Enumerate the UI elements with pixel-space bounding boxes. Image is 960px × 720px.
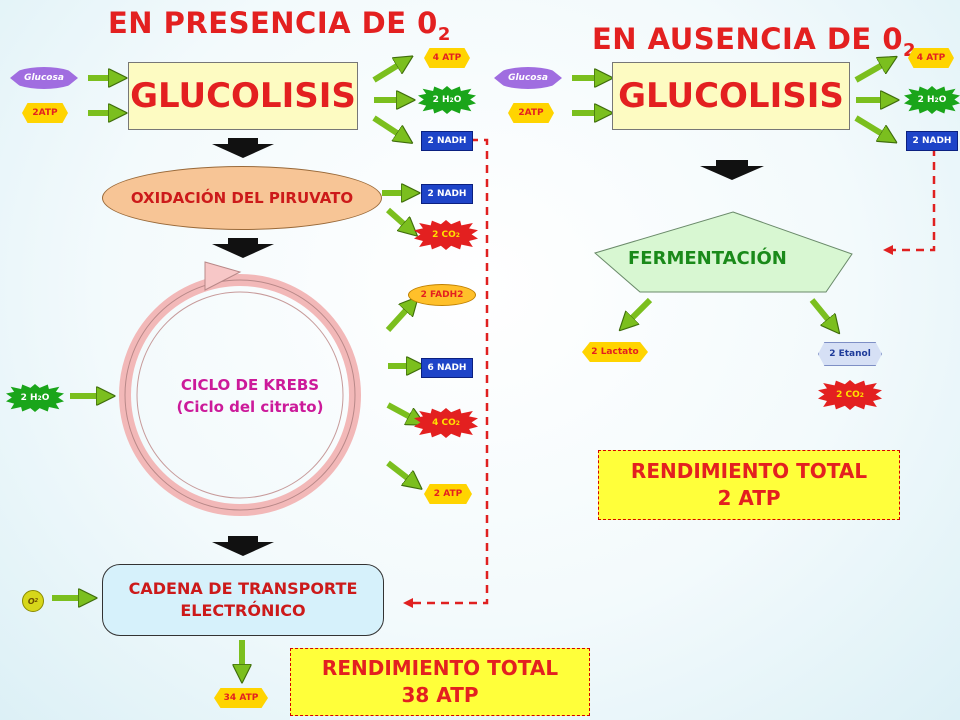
arrow-4atp-r: [854, 64, 884, 83]
title-absence: EN AUSENCIA DE 02: [592, 22, 917, 61]
nadh-badge-2: 2 NADH: [421, 184, 473, 204]
glucosa-badge: Glucosa: [10, 67, 78, 89]
arrow-lactato: [630, 297, 653, 320]
etanol-badge: 2 Etanol: [818, 342, 882, 366]
fermentation-shape: [593, 211, 853, 293]
krebs-line-1: CICLO DE KREBS: [180, 376, 320, 394]
cadena-box: CADENA DE TRANSPORTE ELECTRÓNICO: [102, 564, 384, 636]
lactato-badge: 2 Lactato: [582, 342, 648, 362]
nadh-badge-right: 2 NADH: [906, 131, 958, 151]
total-presence-line-1: RENDIMIENTO TOTAL: [321, 656, 559, 680]
arrow-nadh1: [372, 115, 400, 135]
arrow-nadh-r: [854, 115, 884, 135]
total-presence-box: RENDIMIENTO TOTAL 38 ATP: [290, 648, 590, 716]
total-presence-line-2: 38 ATP: [401, 683, 479, 707]
nadh-badge-1: 2 NADH: [421, 131, 473, 151]
glucosa-badge-right: Glucosa: [494, 67, 562, 89]
arrow-2atp: [386, 460, 410, 480]
glucolisis-box-right: GLUCOLISIS: [612, 62, 850, 130]
black-arrows: [212, 138, 764, 556]
green-arrows-left: [52, 64, 412, 668]
krebs-line-2: (Ciclo del citrato): [176, 398, 324, 416]
arrow-fadh2: [385, 308, 408, 333]
arrow-4atp: [372, 64, 400, 83]
green-arrows-right: [572, 64, 884, 322]
total-absence-line-2: 2 ATP: [717, 486, 781, 510]
atp4-badge-right: 4 ATP: [908, 48, 954, 68]
atp2-badge: 2 ATP: [424, 484, 472, 504]
total-absence-box: RENDIMIENTO TOTAL 2 ATP: [598, 450, 900, 520]
atp-input-badge-right: 2ATP: [508, 103, 554, 123]
nadh-badge-6: 6 NADH: [421, 358, 473, 378]
krebs-ring: [119, 261, 361, 516]
dashed-red-lines: [403, 138, 936, 608]
fadh2-oval: 2 FADH2: [408, 284, 476, 306]
glucolisis-box: GLUCOLISIS: [128, 62, 358, 130]
fermentacion-label: FERMENTACIÓN: [628, 248, 787, 269]
atp4-badge: 4 ATP: [424, 48, 470, 68]
atp34-badge: 34 ATP: [214, 688, 268, 708]
piruvato-oval: OXIDACIÓN DEL PIRUVATO: [102, 166, 382, 230]
total-absence-line-1: RENDIMIENTO TOTAL: [630, 459, 868, 483]
arrow-4co2: [386, 402, 412, 418]
cadena-line-2: ELECTRÓNICO: [180, 601, 306, 620]
arrow-co2: [386, 207, 406, 226]
atp-input-badge: 2ATP: [22, 103, 68, 123]
cadena-line-1: CADENA DE TRANSPORTE: [128, 579, 358, 598]
arrow-etanol: [809, 298, 830, 322]
title-presence: EN PRESENCIA DE 02: [108, 6, 451, 45]
krebs-label: CICLO DE KREBS (Ciclo del citrato): [160, 374, 340, 418]
